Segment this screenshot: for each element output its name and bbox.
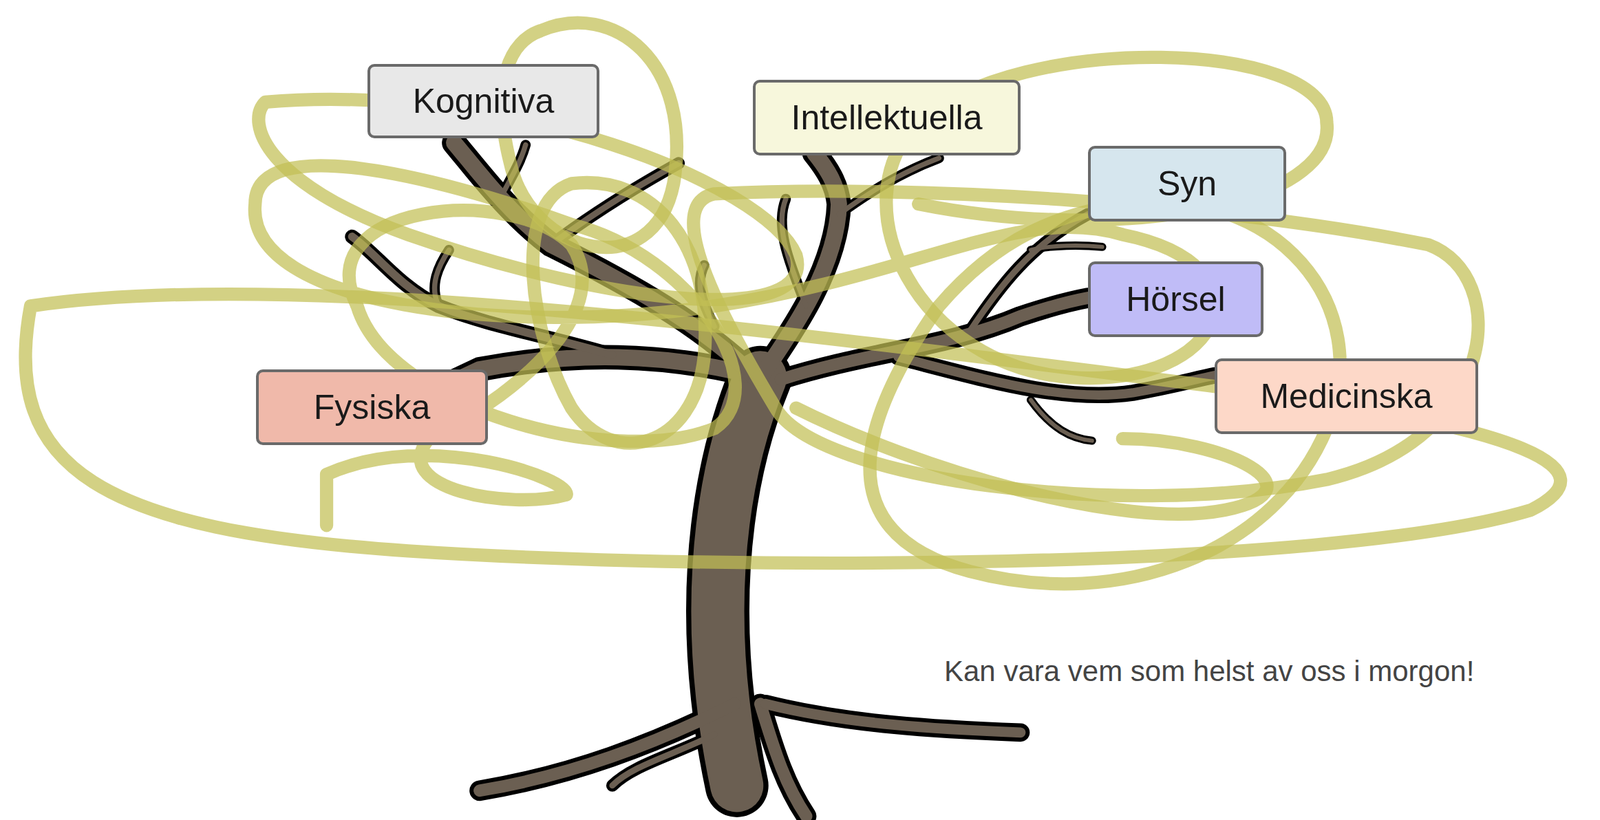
category-label: Syn [1157, 165, 1217, 204]
category-label: Kognitiva [412, 82, 555, 121]
category-box: Hörsel [1088, 261, 1264, 338]
scribble [25, 22, 1561, 585]
category-box: Fysiska [256, 369, 488, 446]
category-label: Intellektuella [791, 99, 983, 137]
note-text: Kan vara vem som helst av oss i morgon! [944, 655, 1475, 689]
category-label: Fysiska [313, 388, 431, 427]
category-box: Kognitiva [367, 64, 600, 139]
category-box: Syn [1088, 145, 1287, 222]
tree [25, 22, 1561, 817]
category-label: Hörsel [1125, 280, 1225, 319]
category-box: Intellektuella [752, 79, 1021, 156]
category-box: Medicinska [1214, 358, 1479, 435]
category-label: Medicinska [1260, 377, 1433, 416]
